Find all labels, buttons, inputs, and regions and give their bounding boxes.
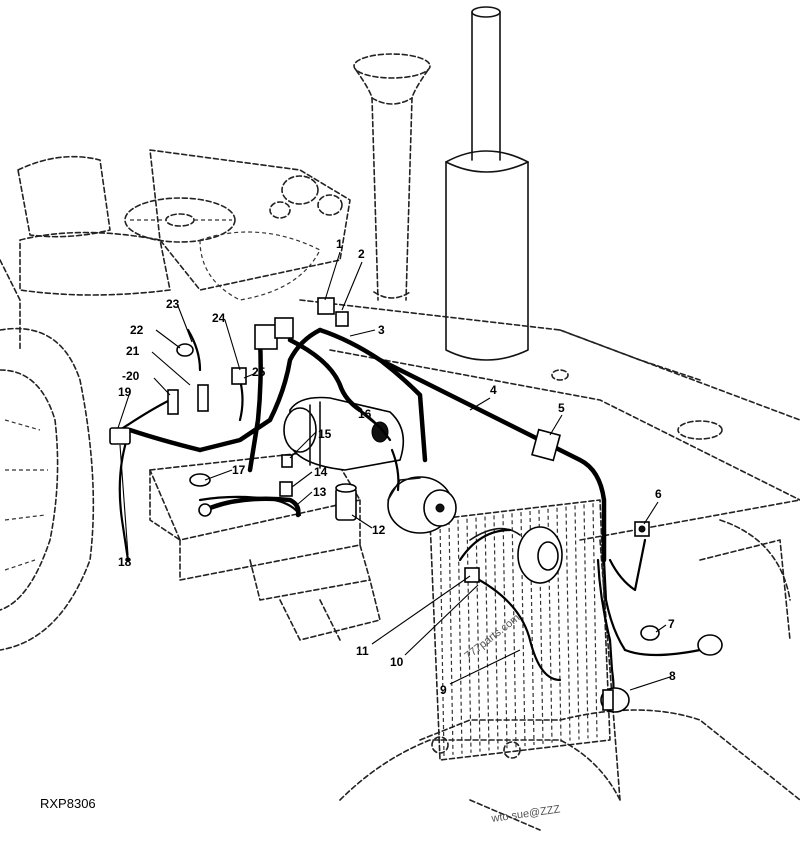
grille-bar [583,504,589,739]
grille-bar [466,518,472,753]
exhaust-stack-right [445,6,529,361]
leader-lines [117,251,671,691]
battery-cable-13 [198,496,301,518]
switch-12 [335,483,357,521]
callout-17: 17 [232,463,246,477]
callout-4: 4 [490,383,497,397]
callout-12: 12 [372,523,386,537]
callout-5: 5 [558,401,565,415]
callout-11: 11 [356,644,369,658]
callout-22: 22 [130,323,144,337]
callout-6: 6 [655,487,662,501]
front-axle [339,719,621,831]
exhaust-stack-left [353,53,431,301]
hood-outline [299,299,800,801]
connector-15 [281,454,293,468]
callout-18: 18 [118,555,132,569]
callout-10: 10 [390,655,404,669]
fan-pulley [469,526,563,584]
callout-9: 9 [440,683,447,697]
callout-21: 21 [126,344,140,358]
grille-bar [574,505,580,740]
connector-18 [109,427,131,445]
grille-bar [439,521,445,757]
callout-23: 23 [166,297,180,311]
grille-bar [448,520,454,755]
callout-1: 1 [336,237,343,251]
grille-hatching [439,503,598,757]
grille-bar [457,519,463,754]
battery-box [149,449,381,641]
relays-1-2 [317,297,349,327]
callout-20: -20 [122,369,140,383]
callout-25: 25 [252,365,266,379]
headlight-8 [600,634,723,713]
light-7 [640,625,660,641]
callout-labels: 1 2 3 4 5 6 7 8 9 10 11 12 13 14 15 16 1… [118,237,676,697]
watermark-777parts: 777parts.com [462,612,522,662]
starter-motor [283,396,405,471]
dash-panel [149,149,351,301]
ground-17 [189,473,211,487]
sensor-6 [634,521,650,537]
ignition-switch-11 [464,567,480,583]
radiator-grille [429,499,611,761]
switches-20-21-22 [167,343,209,415]
callout-19: 19 [118,385,132,399]
connector-5 [531,428,561,462]
operator-seat [0,155,171,351]
grille-bar [475,517,481,752]
callout-8: 8 [669,669,676,683]
grille-bar [565,506,571,741]
rear-wheel-left [0,327,95,651]
watermark-bottom: wto sue@ZZZ [490,803,561,825]
callout-7: 7 [668,617,675,631]
callout-13: 13 [313,485,327,499]
callout-15: 15 [318,427,332,441]
grille-bar [592,503,598,738]
callout-24: 24 [212,311,226,325]
callout-16: 16 [358,407,372,421]
figure-id-label: RXP8306 [40,796,96,811]
steering-wheel [124,197,236,243]
fuse-block-24 [231,317,294,385]
callout-3: 3 [378,323,385,337]
callout-14: 14 [314,465,328,479]
terminal-14 [279,481,293,497]
callout-2: 2 [358,247,365,261]
alternator [387,476,457,534]
grille-bar [511,513,517,748]
